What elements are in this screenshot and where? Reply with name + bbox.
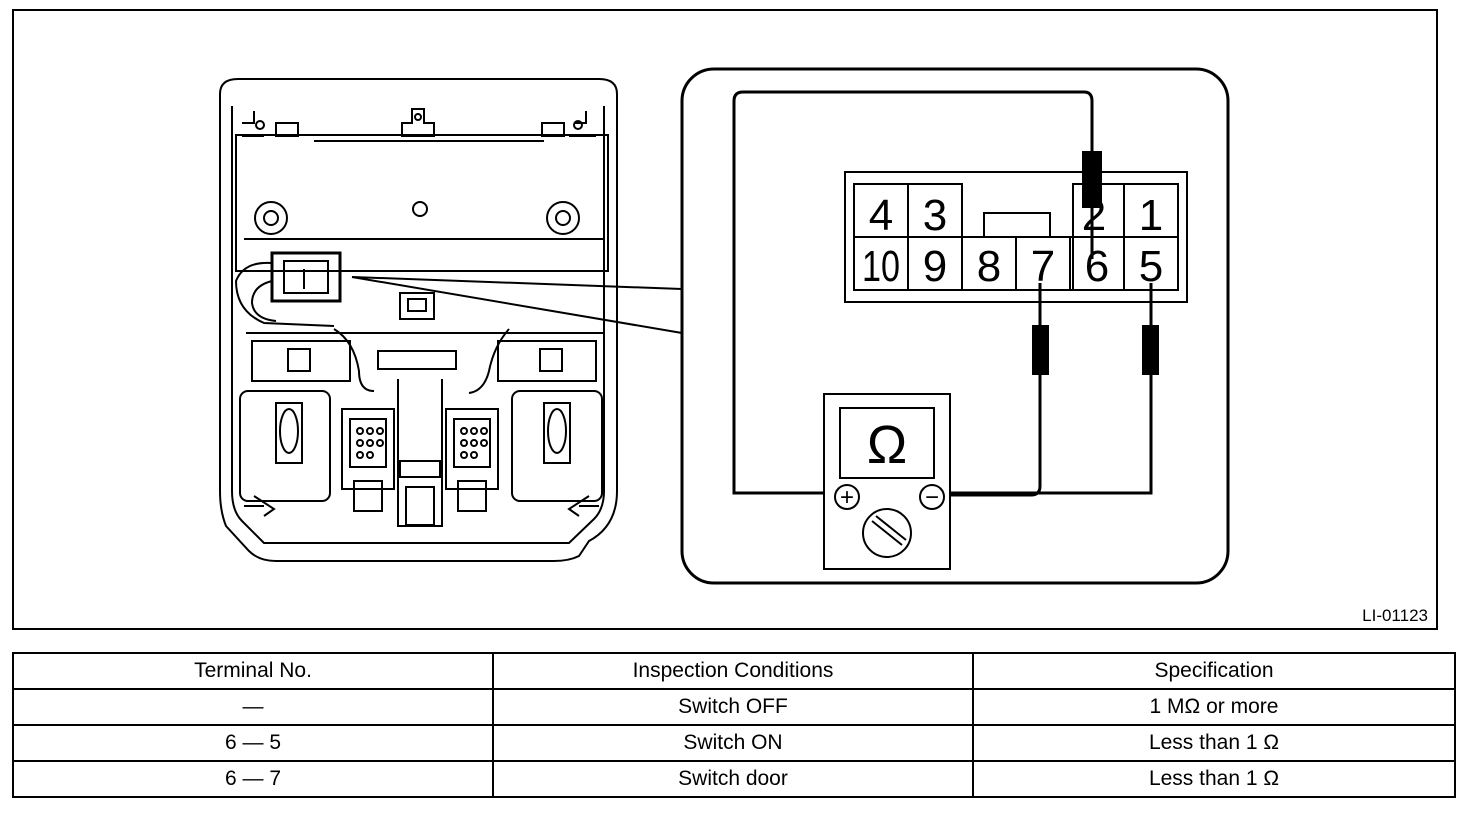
cell-terminal: 6 — 5 bbox=[12, 724, 494, 762]
negative-terminal-symbol: − bbox=[925, 484, 939, 511]
pin-8-label: 8 bbox=[977, 242, 1001, 291]
table-header-row: Terminal No. Inspection Conditions Speci… bbox=[12, 652, 1456, 690]
pin-10-label: 10 bbox=[862, 242, 900, 291]
table-row: — Switch OFF 1 MΩ or more bbox=[12, 688, 1456, 726]
probe-tips bbox=[1032, 151, 1159, 375]
cell-specification: Less than 1 Ω bbox=[972, 724, 1456, 762]
pin-3-label: 3 bbox=[923, 191, 947, 240]
cell-specification: Less than 1 Ω bbox=[972, 760, 1456, 798]
figure-frame: 4 3 2 1 10 9 8 7 6 5 bbox=[12, 9, 1438, 630]
ohm-symbol: Ω bbox=[867, 415, 907, 475]
pin-7-label: 7 bbox=[1031, 242, 1055, 291]
pin-1-label: 1 bbox=[1139, 191, 1163, 240]
pin-4-label: 4 bbox=[869, 191, 893, 240]
header-terminal-no: Terminal No. bbox=[12, 652, 494, 690]
room-lamp-assembly bbox=[219, 78, 618, 562]
callout-leader-lines bbox=[351, 276, 683, 334]
cell-condition: Switch door bbox=[492, 760, 974, 798]
pin-5-label: 5 bbox=[1139, 242, 1163, 291]
cell-terminal: 6 — 7 bbox=[12, 760, 494, 798]
header-inspection-conditions: Inspection Conditions bbox=[492, 652, 974, 690]
figure-illustration: 4 3 2 1 10 9 8 7 6 5 bbox=[219, 67, 1230, 585]
cell-terminal: — bbox=[12, 688, 494, 726]
positive-terminal-symbol: + bbox=[840, 484, 854, 511]
figure-id-label: LI-01123 bbox=[1362, 606, 1428, 625]
pin-6-label: 6 bbox=[1085, 242, 1109, 291]
spec-table: Terminal No. Inspection Conditions Speci… bbox=[12, 652, 1456, 798]
pin-9-label: 9 bbox=[923, 242, 947, 291]
cell-condition: Switch OFF bbox=[492, 688, 974, 726]
connector-face: 4 3 2 1 10 9 8 7 6 5 bbox=[844, 171, 1188, 303]
table-row: 6 — 7 Switch door Less than 1 Ω bbox=[12, 760, 1456, 798]
table-row: 6 — 5 Switch ON Less than 1 Ω bbox=[12, 724, 1456, 762]
header-specification: Specification bbox=[972, 652, 1456, 690]
ohmmeter: Ω + − bbox=[823, 393, 951, 570]
cell-specification: 1 MΩ or more bbox=[972, 688, 1456, 726]
cell-condition: Switch ON bbox=[492, 724, 974, 762]
